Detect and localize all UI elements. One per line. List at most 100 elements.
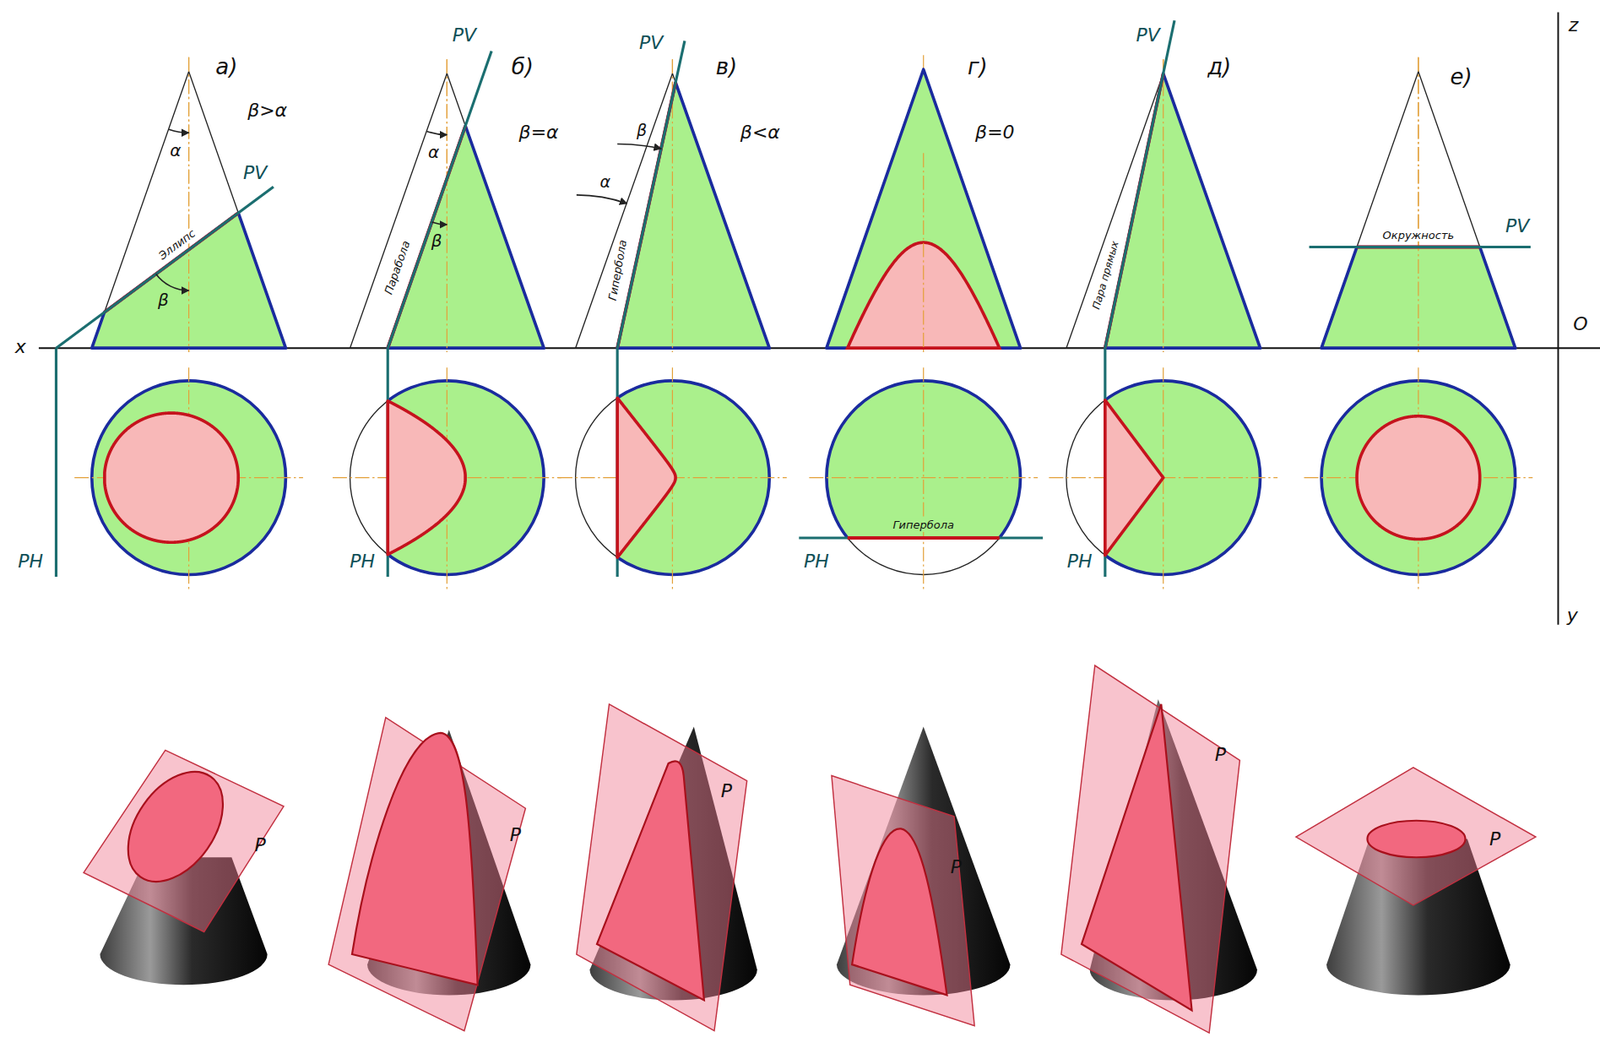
plane-trace-label: PH: [17, 551, 44, 572]
plane-label: P: [950, 856, 962, 878]
angle-symbol: α: [169, 141, 181, 160]
plane-label: P: [254, 835, 266, 856]
center-line: [922, 367, 924, 590]
cutting-plane: [83, 749, 284, 932]
plane-trace-label: PV: [1135, 25, 1160, 46]
plane-trace-v: [387, 50, 492, 348]
cutting-plane: [576, 704, 748, 1031]
cone-top-view: [332, 347, 562, 590]
section-edge: [847, 536, 1000, 540]
plane-trace-label: PV: [1505, 216, 1530, 237]
cutting-plane: [328, 717, 526, 1031]
axis-label: x: [15, 336, 27, 358]
view-letter: в): [715, 54, 738, 79]
view-letter: а): [215, 54, 238, 79]
cutting-plane: [1061, 665, 1240, 1033]
section-top-view: [1356, 416, 1481, 540]
plane-trace-v: [55, 186, 273, 348]
center-line: [188, 57, 190, 353]
cone-front-view: [387, 125, 544, 348]
plane-trace-label: PH: [349, 551, 375, 572]
plane-trace-v: [1309, 245, 1531, 249]
projection-axes: [38, 12, 1600, 625]
angle-relation: β=α: [519, 122, 559, 143]
section-top-view: [617, 397, 676, 558]
plane-label: P: [509, 824, 521, 846]
view-letter: е): [1450, 64, 1473, 89]
cutting-plane: [831, 775, 975, 1026]
angle-symbol: β: [431, 231, 443, 250]
cone-top-view: [1304, 367, 1534, 590]
plane-trace-label: PV: [639, 32, 663, 54]
section-face: [1366, 820, 1465, 858]
center-line: [1417, 57, 1419, 353]
center-line: [188, 57, 190, 353]
angle-symbol: α: [428, 142, 440, 162]
plane-label: P: [1214, 744, 1226, 765]
angle-arcs: [156, 129, 662, 291]
section-name: Окружность: [1381, 229, 1457, 242]
cone-top-view: [55, 347, 303, 590]
center-line: [1417, 57, 1419, 353]
plane-label: P: [721, 781, 733, 802]
center-line: [808, 477, 1038, 478]
cone-top-view: [798, 367, 1043, 590]
plane-trace-label: PV: [452, 25, 477, 46]
angle-symbol: α: [599, 173, 611, 191]
section-face: [596, 760, 705, 1000]
cone-top-view: [558, 347, 787, 590]
plane-trace-v: [1105, 20, 1175, 348]
axis-label: y: [1567, 605, 1579, 626]
angle-arc: [156, 273, 190, 291]
section-name: Гипербола: [607, 237, 630, 304]
center-line: [1162, 59, 1164, 353]
section-face: [352, 732, 478, 986]
angle-symbol: β: [157, 290, 169, 310]
angle-arc: [431, 222, 447, 225]
plane-trace-v: [617, 40, 685, 348]
cone-front-view: [1105, 73, 1261, 348]
angle-symbol: β: [636, 120, 647, 139]
cone-outline-thin: [826, 69, 1021, 348]
cone-top-view: [1048, 347, 1278, 590]
cone-projection: [350, 50, 545, 353]
angle-arc: [168, 129, 190, 133]
cutting-plane: [1296, 767, 1536, 906]
plane-trace-label: PH: [803, 551, 830, 572]
angle-arc: [576, 195, 628, 204]
cone-pictorials: [83, 665, 1536, 1033]
view-letter: д): [1207, 54, 1232, 79]
plane-trace-h: [54, 347, 58, 577]
center-line: [446, 59, 448, 353]
angle-relation: β=0: [975, 122, 1015, 143]
cone-front-view: [826, 69, 1021, 348]
angle-arc: [426, 131, 447, 136]
plane-label: P: [1489, 828, 1501, 849]
view-letter: г): [967, 54, 988, 79]
cone-projection: [575, 40, 771, 353]
center-line: [922, 152, 924, 348]
section-face: [108, 753, 243, 899]
view-letter: б): [511, 54, 534, 79]
section-name: Гипербола: [890, 519, 956, 532]
angle-arc: [617, 143, 662, 149]
axis-label: z: [1568, 15, 1579, 36]
angle-relation: β>α: [247, 99, 288, 120]
plane-trace-label: PV: [243, 162, 267, 184]
section-face: [851, 828, 947, 995]
z-y-axis: [1556, 12, 1559, 625]
section-face: [1081, 704, 1193, 1011]
plane-trace-h: [798, 536, 1043, 539]
angle-relation: β<α: [740, 122, 781, 143]
center-line: [446, 59, 448, 353]
section-top-view: [104, 412, 239, 543]
cone-projection: [826, 54, 1021, 353]
cone-projection: [1309, 57, 1531, 353]
plane-trace-label: PH: [1067, 551, 1093, 572]
section-top-view: [387, 401, 466, 555]
cone-projection: [1066, 20, 1261, 353]
section-top-view: [1105, 400, 1164, 556]
axis-label: O: [1572, 314, 1588, 335]
